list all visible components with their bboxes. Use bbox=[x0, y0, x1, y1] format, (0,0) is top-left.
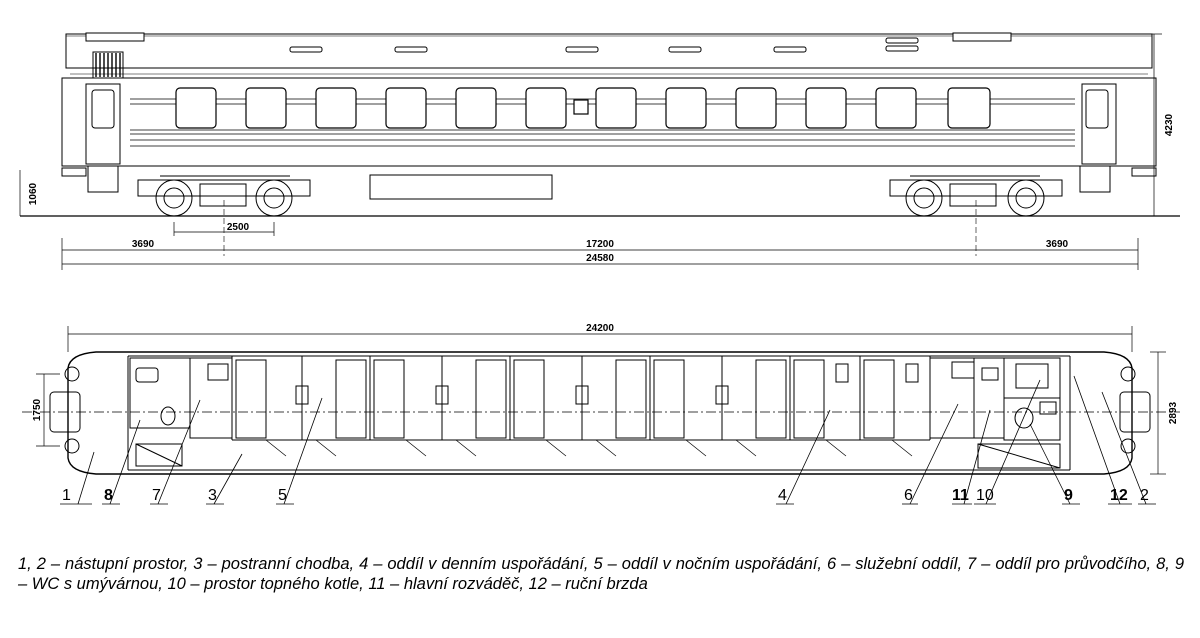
roof-grille bbox=[92, 51, 124, 79]
callout-12: 12 bbox=[1110, 487, 1128, 504]
dim-length-buffers: 24580 bbox=[586, 253, 614, 264]
dim-buffer-width: 1750 bbox=[32, 398, 43, 421]
legend-caption: 1, 2 – nástupní prostor, 3 – postranní c… bbox=[18, 554, 1184, 594]
dim-wheel-height: 1060 bbox=[28, 182, 39, 205]
callout-leaders bbox=[60, 375, 1156, 505]
dim-right-overhang: 3690 bbox=[1046, 239, 1069, 250]
dim-left-overhang: 3690 bbox=[132, 239, 155, 250]
callout-6: 6 bbox=[904, 487, 913, 504]
callout-11: 11 bbox=[952, 487, 969, 504]
dim-height: 4230 bbox=[1164, 113, 1175, 136]
callout-1: 1 bbox=[62, 487, 71, 504]
plan-view bbox=[22, 326, 1180, 505]
side-view bbox=[19, 32, 1180, 270]
callout-2: 2 bbox=[1140, 487, 1149, 504]
callout-7: 7 bbox=[152, 487, 161, 504]
legend-caption-text: 1, 2 – nástupní prostor, 3 – postranní c… bbox=[18, 555, 1184, 593]
dim-bogie-base: 2500 bbox=[227, 222, 250, 233]
callout-5: 5 bbox=[278, 487, 287, 504]
callout-4: 4 bbox=[778, 487, 787, 504]
dim-bogie-centres: 17200 bbox=[586, 239, 614, 250]
railcar-drawing: 1060 2500 3690 17200 3690 24580 4230 bbox=[19, 32, 1180, 505]
compartments bbox=[231, 356, 931, 457]
dim-body-width: 2893 bbox=[1168, 401, 1179, 424]
callout-9: 9 bbox=[1064, 487, 1073, 504]
dim-body-length: 24200 bbox=[586, 323, 614, 334]
callout-8: 8 bbox=[104, 487, 113, 504]
left-bogie bbox=[137, 175, 311, 217]
callout-3: 3 bbox=[208, 487, 217, 504]
side-windows bbox=[175, 87, 991, 129]
callout-10: 10 bbox=[976, 487, 994, 504]
